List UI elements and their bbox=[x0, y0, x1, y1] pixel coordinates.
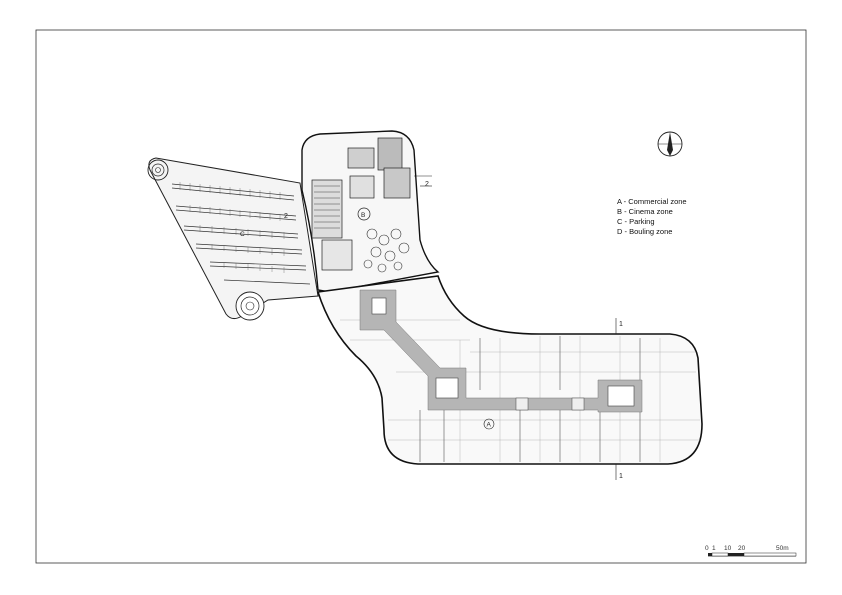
zone-label-b: B bbox=[361, 212, 365, 219]
section-mark-top-right: 2 bbox=[425, 181, 429, 188]
commercial-body: A 1 1 bbox=[316, 275, 703, 480]
legend-item-parking: C - Parking bbox=[617, 217, 655, 226]
scale-tick-10: 10 bbox=[724, 545, 732, 552]
section-mark-top-east: 1 bbox=[619, 321, 623, 328]
scale-tick-50m: 50m bbox=[776, 545, 789, 552]
drawing-frame bbox=[35, 29, 807, 564]
legend-item-bowling: D - Bouling zone bbox=[617, 227, 673, 236]
legend-item-commercial: A - Commercial zone bbox=[617, 197, 687, 206]
north-arrow-icon bbox=[657, 131, 683, 157]
legend-item-cinema: B - Cinema zone bbox=[617, 207, 673, 216]
zone-legend: A - Commercial zone B - Cinema zone C - … bbox=[617, 197, 687, 237]
scale-tick-1: 1 bbox=[712, 545, 716, 552]
zone-label-a: A bbox=[487, 422, 492, 429]
scale-bar: 0 1 10 20 50m bbox=[705, 545, 797, 557]
scale-tick-0: 0 bbox=[705, 545, 709, 552]
cinema-block: B 2 bbox=[301, 130, 440, 293]
scale-tick-20: 20 bbox=[738, 545, 746, 552]
section-mark-mid-left: 2 bbox=[284, 213, 288, 220]
parking-wing: C 2 bbox=[147, 157, 319, 321]
section-mark-bottom-east: 1 bbox=[619, 473, 623, 480]
zone-label-c: C bbox=[240, 231, 245, 238]
